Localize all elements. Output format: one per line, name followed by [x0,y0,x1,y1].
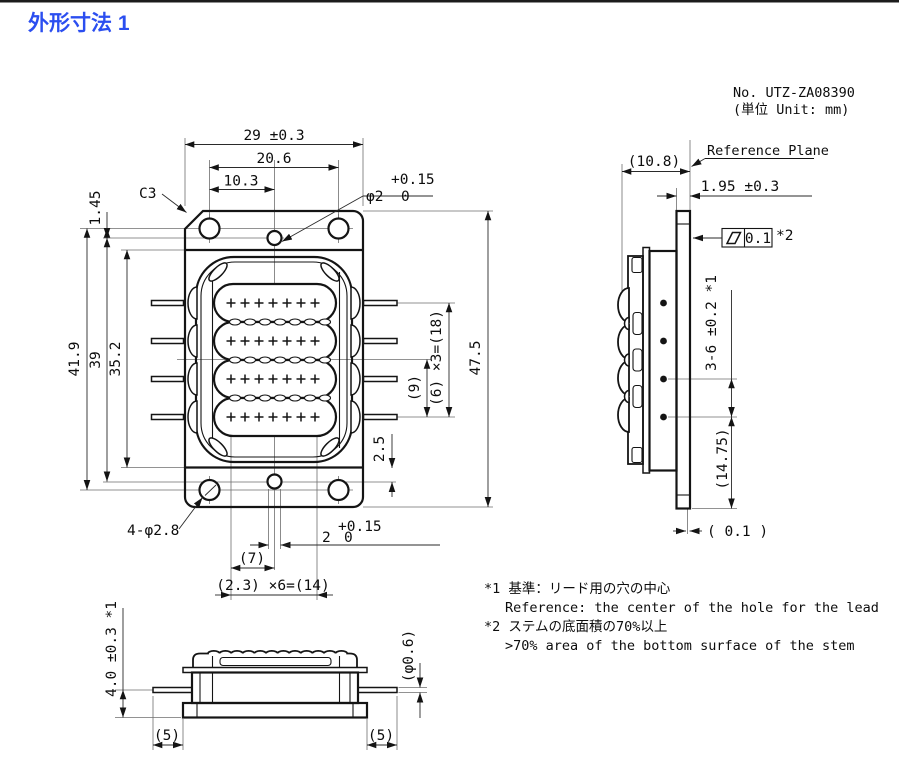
dim-hole-span-label: 20.6 [257,151,292,167]
slot-val-label: 2 [322,530,331,546]
pilot-dia-label: φ2 [366,189,383,205]
side-cap-clips [631,256,643,464]
bottom-dimension-labels: 4.0 ±0.3 *1 (φ0.6) (5) (5) [104,601,417,744]
dim-lead-dia-label: (φ0.6) [401,630,417,682]
dim-lead-len-left-label: (5) [154,728,180,744]
dim-lead-pitch-label: 3-6 ±0.2 *1 [704,275,720,371]
front-dimension-labels: 29 ±0.3 20.6 10.3 C3 φ2 +0.15 0 41.9 39 … [67,128,484,594]
side-dimension-labels: Reference Plane (10.8) 1.95 ±0.3 0.1 *2 … [628,143,829,540]
page-title: 外形寸法 1 [28,11,130,35]
side-cap-bumps [617,287,630,433]
flatness-ref-label: *2 [776,228,793,244]
dim-hole-half-label: 10.3 [224,174,259,190]
chamfer-label: C3 [139,186,156,202]
flange-outline [183,209,365,509]
side-dimensions [622,157,814,535]
top-rule [0,0,899,3]
dim-height-holes-label: 41.9 [67,342,83,377]
dim-offset-label: 1.45 [88,191,104,226]
dim-lead-half-label: (9) [407,375,423,401]
doc-header: No. UTZ-ZA08390 (単位 Unit: mm) [733,85,855,118]
pilot-hole-bottom [266,473,283,490]
dim-height-pilots-label: 39 [88,351,104,368]
bottom-stem-flange [181,701,369,719]
dim-height-body-label: 35.2 [108,342,124,377]
emitter-plus-marks [226,298,320,422]
doc-number: No. UTZ-ZA08390 [733,85,855,101]
note-2-ja: *2 ステムの底面積の70%以上 [484,619,667,635]
bottom-lead-left [152,686,193,694]
pilot-tol-plus-label: +0.15 [391,172,435,188]
pilot-hole-top [266,229,283,247]
slot-tol-plus-label: +0.15 [338,519,382,535]
cap-outline [194,255,354,464]
unit-note: (単位 Unit: mm) [733,102,849,118]
dim-lead-span-label: (6) ×3=(18) [429,310,445,406]
cap-seal-bumps [187,262,361,457]
side-stem-flange [675,209,692,510]
dim-lead-len-right-label: (5) [368,728,394,744]
dim-total-height-label: 47.5 [468,341,484,376]
emitter-rows [212,282,338,438]
bottom-cap-window [219,656,332,667]
dim-pilot-offset-label: 2.5 [372,436,388,462]
mount-holes [198,217,350,502]
bottom-view: 4.0 ±0.3 *1 (φ0.6) (5) (5) [104,601,427,750]
dim-col-half-label: (7) [239,551,265,567]
dim-step-label: ( 0.1 ) [707,524,768,540]
slot-tol-zero-label: 0 [344,530,353,546]
bottom-lead-right [357,686,398,694]
dim-width-label: 29 ±0.3 [243,128,304,144]
note-1-ja: *1 基準：リード用の穴の中心 [484,580,671,597]
dim-stem-thickness-label: 1.95 ±0.3 [701,179,780,195]
note-2-en: >70% area of the bottom surface of the s… [505,638,855,654]
side-view: Reference Plane (10.8) 1.95 ±0.3 0.1 *2 … [617,140,829,540]
front-leads [150,299,398,421]
dim-depth-label: (10.8) [628,154,680,170]
parallelogram-icon [725,231,742,245]
cap-inner-line [200,261,348,458]
mount-holes-label: 4-φ2.8 [127,523,179,539]
front-view: 29 ±0.3 20.6 10.3 C3 φ2 +0.15 0 41.9 39 … [67,128,493,600]
bottom-dimensions [119,608,424,749]
bottom-stem-body [190,671,360,705]
dim-col-pitch-label: (2.3) ×6=(14) [216,578,330,594]
note-1-en: Reference: the center of the hole for th… [505,600,879,616]
pilot-tol-zero-label: 0 [401,189,410,205]
dim-lead-bottom-label: (14.75) [715,428,731,489]
notes-block: *1 基準：リード用の穴の中心 Reference: the center of… [484,580,879,654]
reference-plane-label: Reference Plane [707,143,829,159]
flatness-frame [693,227,773,248]
flatness-tol-label: 0.1 [745,231,771,247]
dim-lead-height-label: 4.0 ±0.3 *1 [104,601,120,697]
row-junctions [228,318,332,402]
front-dimensions [83,141,492,599]
side-lead-dots [660,299,667,421]
side-stem-body [648,249,678,472]
